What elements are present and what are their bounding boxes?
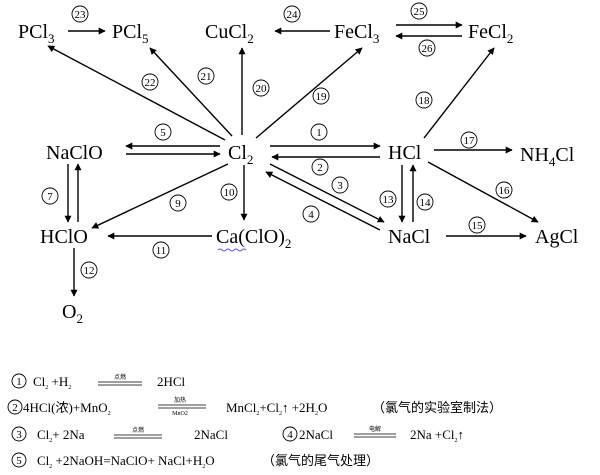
- node-nacl: NaCl: [388, 226, 431, 248]
- arrow-16-hcl-to-agcl: [427, 161, 539, 223]
- svg-text:22: 22: [145, 77, 156, 89]
- reaction-number-5: 5: [154, 123, 172, 141]
- svg-text:26: 26: [422, 43, 434, 55]
- reaction-number-7: 7: [41, 187, 59, 205]
- svg-text:2: 2: [317, 162, 323, 174]
- node-fecl2: FeCl2: [468, 21, 513, 46]
- svg-text:MnO2: MnO2: [172, 411, 188, 417]
- reaction-number-3: 3: [331, 176, 349, 194]
- node-nh4cl: NH4Cl: [520, 144, 575, 169]
- svg-text:12: 12: [84, 265, 95, 277]
- reaction-number-2: 2: [311, 158, 329, 176]
- reaction-number-13: 13: [379, 190, 397, 208]
- svg-text:4: 4: [308, 209, 314, 221]
- svg-text:2NaCl: 2NaCl: [299, 427, 333, 442]
- svg-text:（氯气的尾气处理）: （氯气的尾气处理）: [262, 453, 379, 468]
- svg-text:4HCl(浓)+MnO2: 4HCl(浓)+MnO2: [23, 400, 111, 417]
- svg-text:13: 13: [383, 194, 395, 206]
- svg-text:电解: 电解: [369, 425, 381, 433]
- svg-text:16: 16: [499, 185, 511, 197]
- svg-text:7: 7: [47, 191, 53, 203]
- svg-text:1: 1: [316, 127, 322, 139]
- svg-text:3: 3: [337, 180, 343, 192]
- node-agcl: AgCl: [535, 226, 579, 248]
- svg-text:21: 21: [201, 71, 212, 83]
- svg-text:2: 2: [12, 402, 18, 414]
- node-pcl3: PCl3: [18, 21, 55, 46]
- svg-text:9: 9: [175, 198, 181, 210]
- equation-4: 4 2NaCl 电解 2Na +Cl2↑: [282, 425, 464, 444]
- svg-text:19: 19: [316, 91, 328, 103]
- equation-2: 2 4HCl(浓)+MnO2 加热 MnO2 MnCl2+Cl2↑ +2H2O …: [7, 396, 502, 417]
- reaction-number-14: 14: [416, 193, 434, 211]
- svg-text:Cl2 +H2: Cl2 +H2: [33, 374, 71, 391]
- svg-text:Cl2+ 2Na: Cl2+ 2Na: [37, 427, 85, 444]
- svg-text:23: 23: [75, 9, 87, 21]
- reaction-number-19: 19: [312, 87, 330, 105]
- reaction-number-12: 12: [80, 261, 98, 279]
- reaction-number-22: 22: [141, 73, 159, 91]
- equation-1: 1 Cl2 +H2 点燃 2HCl: [11, 373, 186, 391]
- node-cucl2: CuCl2: [205, 21, 254, 46]
- svg-text:24: 24: [287, 9, 299, 21]
- svg-text:3: 3: [16, 429, 22, 441]
- equation-5: 5 Cl2 +2NaOH=NaClO+ NaCl+H2O （氯气的尾气处理）: [11, 452, 379, 470]
- svg-text:18: 18: [419, 95, 431, 107]
- svg-text:25: 25: [414, 6, 426, 18]
- reaction-number-9: 9: [169, 194, 187, 212]
- node-fecl3: FeCl3: [334, 21, 379, 46]
- svg-text:1: 1: [16, 376, 22, 388]
- reaction-number-16: 16: [495, 181, 513, 199]
- spellcheck-underline: [217, 248, 247, 252]
- svg-text:14: 14: [420, 197, 432, 209]
- node-hclo: HClO: [40, 226, 88, 248]
- reaction-number-15: 15: [468, 216, 486, 234]
- node-pcl5: PCl5: [112, 21, 149, 46]
- reaction-number-24: 24: [283, 5, 301, 23]
- node-cl2: Cl2: [228, 142, 253, 167]
- svg-text:加热: 加热: [174, 396, 186, 404]
- svg-text:点燃: 点燃: [114, 373, 126, 381]
- node-hcl: HCl: [388, 142, 422, 164]
- svg-text:10: 10: [224, 187, 236, 199]
- arrow-21-cl2-to-pcl5: [149, 47, 233, 137]
- reaction-number-11: 11: [152, 241, 170, 259]
- reaction-number-25: 25: [410, 2, 428, 20]
- reaction-number-21: 21: [197, 67, 215, 85]
- reaction-number-1: 1: [310, 123, 328, 141]
- arrow-3-cl2-to-nacl: [269, 163, 385, 223]
- svg-text:点燃: 点燃: [132, 426, 144, 434]
- svg-text:MnCl2+Cl2↑ +2H2O: MnCl2+Cl2↑ +2H2O: [226, 400, 327, 417]
- reaction-number-23: 23: [71, 5, 89, 23]
- svg-text:5: 5: [160, 127, 166, 139]
- svg-text:15: 15: [472, 220, 484, 232]
- reaction-number-18: 18: [415, 91, 433, 109]
- equation-3: 3 Cl2+ 2Na 点燃 2NaCl: [11, 426, 228, 444]
- reaction-number-26: 26: [418, 39, 436, 57]
- node-naclo: NaClO: [46, 142, 103, 164]
- arrow-9-cl2-to-hclo: [91, 163, 229, 229]
- reaction-number-4: 4: [302, 205, 320, 223]
- node-caclo2: Ca(ClO)2: [216, 226, 291, 251]
- svg-text:5: 5: [16, 455, 22, 467]
- arrow-4-nacl-to-cl2: [265, 171, 381, 231]
- reaction-number-17: 17: [460, 131, 478, 149]
- svg-text:2Na +Cl2↑: 2Na +Cl2↑: [410, 427, 464, 444]
- svg-text:17: 17: [464, 135, 476, 147]
- svg-text:11: 11: [156, 245, 167, 257]
- svg-text:Cl2 +2NaOH=NaClO+ NaCl+H2O: Cl2 +2NaOH=NaClO+ NaCl+H2O: [37, 453, 215, 470]
- svg-text:（氯气的实验室制法）: （氯气的实验室制法）: [372, 400, 502, 415]
- svg-text:2NaCl: 2NaCl: [194, 427, 228, 442]
- svg-text:2HCl: 2HCl: [157, 374, 186, 389]
- arrow-22-cl2-to-pcl3: [47, 45, 226, 141]
- node-o2: O2: [62, 301, 83, 326]
- reaction-number-10: 10: [220, 183, 238, 201]
- arrow-18-hcl-to-fecl2: [423, 47, 495, 139]
- svg-text:4: 4: [287, 429, 293, 441]
- reaction-number-20: 20: [252, 79, 270, 97]
- arrow-19-cl2-to-fecl3: [255, 47, 363, 139]
- svg-text:20: 20: [256, 83, 268, 95]
